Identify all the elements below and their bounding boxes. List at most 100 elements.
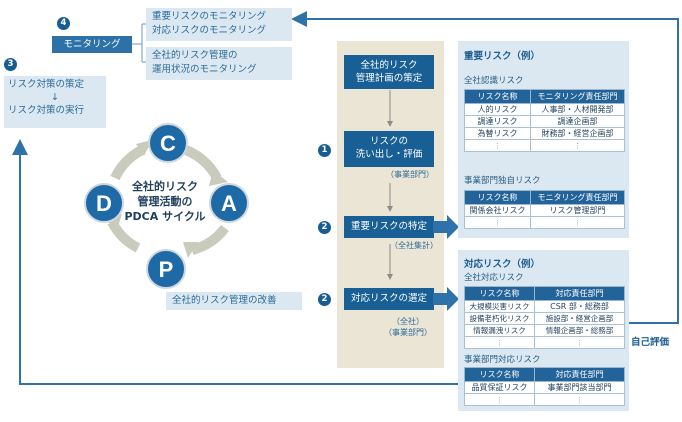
table-cell: 設備老朽化リスク [464,312,535,325]
monitoring-items-box: 重要リスクのモニタリング 対応リスクのモニタリング [146,8,292,41]
table-row: ⋮⋮ [464,336,625,349]
response-select-sub1: （全社） [392,317,424,326]
table-cell: 財務部・経営企画部 [530,127,625,140]
table-cell: ⋮ [530,139,625,152]
col-header: リスク名称 [464,190,531,205]
important-div-label: 事業部門独自リスク [464,176,541,186]
table-cell: 人事部・人材開発部 [530,103,625,116]
response-select-sub: （全社） （事業部門） [380,316,436,338]
table-row: ⋮⋮ [464,393,625,406]
cycle-act-circle: A [209,183,249,223]
cycle-title-line3: PDCA サイクル [124,210,206,223]
process-flow-arrows [387,90,393,280]
monitoring-label: モニタリング [52,36,132,53]
monitoring-operation-line1: 全社的リスク管理の [152,50,238,61]
table-cell: 為替リスク [464,127,531,140]
col-header: リスク名称 [464,367,535,382]
table-cell: 関係会社リスク [464,204,531,217]
identify-line2: 洗い出し・評価 [355,149,423,160]
risk-measure-execution: リスク対策の実行 [8,105,85,116]
arrow-to-response [433,287,459,311]
self-evaluation-label: 自己評価 [631,337,670,348]
identify-box: リスクの 洗い出し・評価 [344,131,434,167]
table-row: 品質保証リスク事業部門該当部門 [464,381,625,394]
col-header: 対応責任部門 [534,286,625,301]
step-number-3: 3 [4,58,17,71]
col-header: モニタリング責任部門 [530,89,625,104]
table-row: 為替リスク財務部・経営企画部 [464,127,625,140]
table-row: ⋮⋮ [464,139,625,152]
table-cell: ⋮ [464,139,531,152]
important-div-table: リスク名称モニタリング責任部門 関係会社リスクリスク管理部門 ⋮⋮ [464,190,625,229]
table-row: 調達リスク調達企画部 [464,115,625,128]
important-corp-label: 全社認識リスク [464,76,524,86]
cycle-title: 全社的リスク 管理活動の PDCA サイクル [120,179,210,224]
important-corp-table: リスク名称モニタリング責任部門 人的リスク人事部・人材開発部 調達リスク調達企画… [464,89,625,152]
table-cell: リスク管理部門 [530,204,625,217]
down-arrow-icon: ↓ [51,92,59,103]
table-row: 関係会社リスクリスク管理部門 [464,204,625,217]
risk-measure-box: リスク対策の策定 ↓ リスク対策の実行 [4,76,106,128]
table-cell: 事業部門該当部門 [534,381,625,394]
plan-line1: 全社的リスク [360,60,418,71]
table-cell: 品質保証リスク [464,381,535,394]
table-row: 人的リスク人事部・人材開発部 [464,103,625,116]
response-select-sub2: （事業部門） [384,328,432,337]
table-row: 設備老朽化リスク施設部・経営企画部 [464,312,625,325]
important-risk-panel: 重要リスク（例） 全社認識リスク リスク名称モニタリング責任部門 人的リスク人事… [458,41,629,238]
cycle-title-line1: 全社的リスク [132,180,198,193]
response-div-table: リスク名称対応責任部門 品質保証リスク事業部門該当部門 ⋮⋮ [464,367,625,406]
table-cell: 情報企画部・総務部 [534,324,625,337]
cycle-plan-circle: P [146,249,186,289]
table-cell: 大規模災害リスク [464,300,535,313]
step-number-4: 4 [57,17,70,30]
cycle-title-line2: 管理活動の [137,195,193,208]
cycle-do-circle: D [84,183,124,223]
monitoring-response: 対応リスクのモニタリング [152,25,267,36]
identify-line1: リスクの [369,136,408,147]
monitoring-important: 重要リスクのモニタリング [152,11,267,22]
important-identify-box: 重要リスクの特定 [344,216,434,238]
response-select-box: 対応リスクの選定 [344,288,434,310]
table-cell: ⋮ [464,393,535,406]
col-header: リスク名称 [464,89,531,104]
table-cell: ⋮ [464,336,535,349]
response-risk-title: 対応リスク（例） [464,259,541,270]
risk-measure-policy: リスク対策の策定 [8,79,85,90]
col-header: リスク名称 [464,286,535,301]
pdca-cycle-ring [104,140,229,258]
cycle-check-circle: C [148,123,188,163]
response-corp-label: 全社対応リスク [464,273,524,283]
plan-box: 全社的リスク 管理計画の策定 [344,55,434,89]
response-div-label: 事業部門対応リスク [464,355,541,365]
step-number-1: 1 [318,144,331,157]
table-cell: 調達リスク [464,115,531,128]
table-cell: ⋮ [534,393,625,406]
important-risk-title: 重要リスク（例） [464,51,541,62]
table-cell: ⋮ [530,216,625,229]
step-number-2b: 2 [318,293,331,306]
table-cell: CSR 部・総務部 [534,300,625,313]
step-number-2a: 2 [318,221,331,234]
table-row: ⋮⋮ [464,216,625,229]
plan-line2: 管理計画の策定 [355,73,423,84]
important-identify-sub: （全社集計） [390,241,438,250]
col-header: 対応責任部門 [534,367,625,382]
monitoring-operation-box: 全社的リスク管理の 運用状況のモニタリング [146,47,292,80]
improvement-box: 全社的リスク管理の改善 [166,292,302,310]
table-cell: 調達企画部 [530,115,625,128]
arrow-to-important [433,215,459,239]
table-cell: ⋮ [534,336,625,349]
table-row: 情報漏洩リスク情報企画部・総務部 [464,324,625,337]
table-cell: 施設部・経営企画部 [534,312,625,325]
identify-sub: （事業部門） [386,170,434,179]
table-cell: ⋮ [464,216,531,229]
col-header: モニタリング責任部門 [530,190,625,205]
monitoring-operation-line2: 運用状況のモニタリング [152,64,257,75]
table-cell: 情報漏洩リスク [464,324,535,337]
table-cell: 人的リスク [464,103,531,116]
